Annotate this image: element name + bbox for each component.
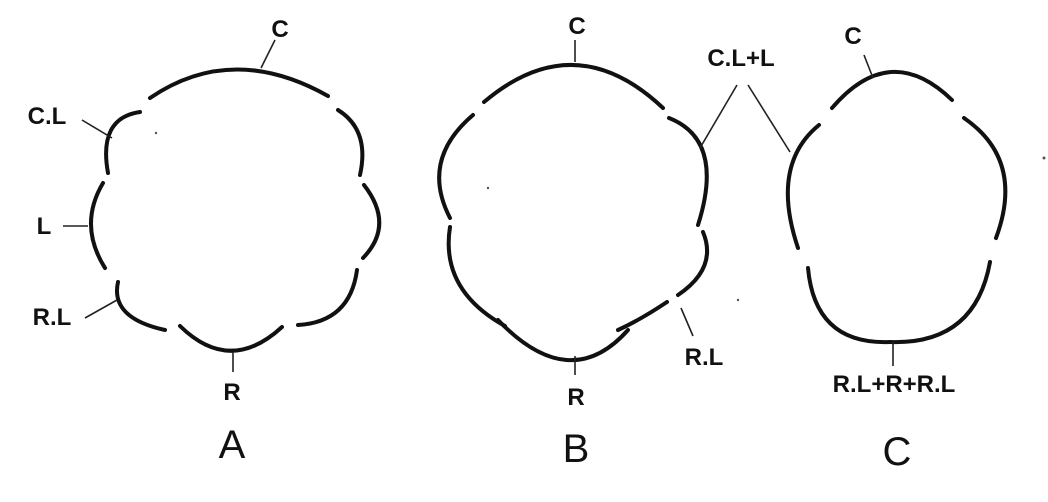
figure-a-leader-upper-left xyxy=(81,119,113,139)
figure-c-lobe-upper-left xyxy=(785,123,821,250)
figure-a-caption: A xyxy=(219,423,246,467)
figure-c: C R.L+R+R.L C xyxy=(785,23,1008,474)
figure-b: C R.L R B xyxy=(437,13,724,471)
figure-a-lobe-lower-left xyxy=(115,280,167,332)
figure-b-label-lower-right: R.L xyxy=(685,344,724,371)
speck xyxy=(486,186,490,190)
speck xyxy=(736,298,740,302)
shared-leader-to-c xyxy=(747,84,791,153)
figure-b-lobe-lower-right xyxy=(676,230,709,297)
figure-c-caption: C xyxy=(883,430,912,474)
figure-b-lobe-lower-left xyxy=(446,225,507,328)
figure-b-lobe-bottom-right xyxy=(616,300,669,332)
scan-specks xyxy=(154,131,1046,302)
figure-c-label-bottom: R.L+R+R.L xyxy=(833,371,956,398)
figure-b-lobe-upper-left xyxy=(437,113,475,220)
figure-c-lobe-upper-right xyxy=(962,116,1008,240)
shared-leader-to-b xyxy=(699,84,738,149)
figure-a-lobe-top xyxy=(148,67,330,100)
figure-a-lobe-bottom xyxy=(178,324,284,353)
figure-c-lobe-bottom xyxy=(806,260,992,345)
figure-b-lobe-top xyxy=(482,62,665,110)
figure-b-caption: B xyxy=(563,427,590,471)
figure-b-label-top: C xyxy=(568,13,585,40)
figure-a-lobe-left xyxy=(89,181,107,270)
figure-a: C C.L L R.L R A xyxy=(28,16,382,467)
figure-b-label-bottom: R xyxy=(567,384,584,411)
figure-a-label-left: L xyxy=(37,213,52,240)
speck xyxy=(1042,156,1046,160)
figure-a-lobe-upper-left xyxy=(104,110,142,175)
figure-a-lobe-right xyxy=(361,183,382,260)
shared-label-between-b-c: C.L+L xyxy=(707,45,774,72)
shared-label-group: C.L+L xyxy=(699,45,791,153)
figure-a-leader-top xyxy=(260,39,276,69)
figure-b-lobe-bottom xyxy=(496,318,630,362)
figure-b-leader-lower-right xyxy=(680,307,694,337)
figure-a-lobe-lower-right xyxy=(296,268,359,327)
figure-c-lobe-top xyxy=(830,69,954,110)
figure-a-label-top: C xyxy=(271,16,288,43)
figure-a-label-upper-left: C.L xyxy=(28,103,67,130)
figure-a-label-lower-left: R.L xyxy=(33,304,72,331)
figure-a-label-bottom: R xyxy=(223,379,240,406)
figure-c-label-top: C xyxy=(844,23,861,50)
figure-a-lobe-upper-right xyxy=(336,108,365,177)
figure-b-lobe-upper-right xyxy=(667,116,709,227)
figure-a-leader-lower-left xyxy=(84,299,118,319)
figure-c-leader-top xyxy=(863,54,874,79)
speck xyxy=(154,131,158,135)
